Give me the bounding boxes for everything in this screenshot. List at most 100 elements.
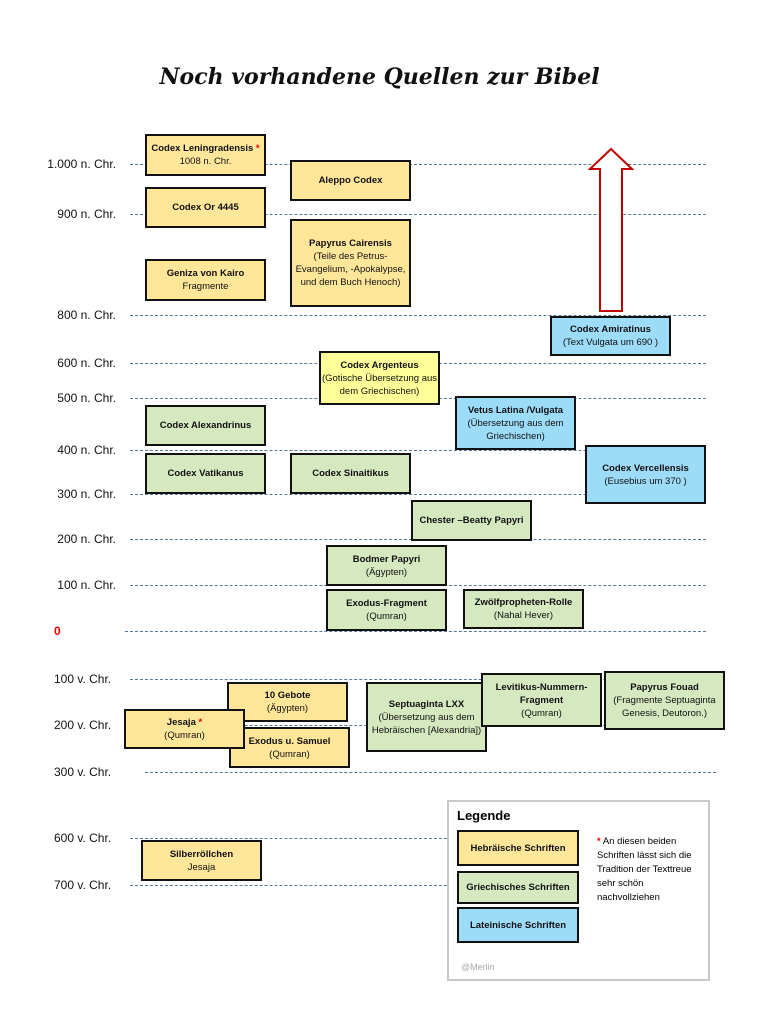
source-box: Codex Vatikanus (145, 453, 266, 494)
arrow-up-icon (588, 147, 634, 312)
source-box: Zwölfpropheten-Rolle (Nahal Hever) (463, 589, 584, 629)
source-name: Papyrus Fouad (630, 682, 699, 693)
axis-label: 900 n. Chr. (57, 207, 116, 221)
page-title: Noch vorhandene Quellen zur Bibel (159, 64, 600, 90)
source-name: Silberröllchen (169, 848, 234, 860)
axis-label: 600 n. Chr. (57, 356, 116, 370)
gridline (130, 164, 706, 165)
source-box: Septuaginta LXX(Übersetzung aus dem Hebr… (366, 682, 487, 752)
legend: Legende Hebräische Schriften Griechische… (447, 800, 710, 981)
source-name: Exodus-Fragment (346, 598, 427, 609)
legend-hebrew: Hebräische Schriften (457, 830, 579, 866)
axis-label: 100 n. Chr. (57, 578, 116, 592)
axis-label: 1.000 n. Chr. (47, 157, 116, 171)
axis-label: 100 v. Chr. (54, 672, 112, 686)
source-name: 10 Gebote (264, 690, 311, 701)
gridline (130, 885, 706, 886)
source-detail: (Eusebius um 370 ) (604, 475, 687, 487)
source-detail: (Teile des Petrus-Evangelium, -Apokalyps… (295, 251, 406, 288)
source-name: Codex Sinaitikus (312, 468, 389, 479)
legend-greek: Griechisches Schriften (457, 871, 579, 904)
source-detail: (Gotische Übersetzung aus dem Griechisch… (321, 372, 438, 397)
star-marker: * (255, 143, 260, 154)
axis-label: 200 v. Chr. (54, 718, 112, 732)
source-name: Zwölfpropheten-Rolle (474, 597, 573, 608)
axis-label: 600 v. Chr. (54, 831, 112, 845)
source-box: Vetus Latina /Vulgata(Übersetzung aus de… (455, 396, 576, 450)
source-box: Codex Leningradensis *1008 n. Chr. (145, 134, 266, 176)
axis-label: 300 v. Chr. (54, 765, 112, 779)
source-box: Codex Or 4445 (145, 187, 266, 228)
source-box: Papyrus Cairensis (Teile des Petrus-Evang… (290, 219, 411, 307)
gridline (130, 315, 706, 316)
source-box: Levitikus-Nummern-Fragment(Qumran) (481, 673, 602, 727)
source-box: Codex Alexandrinus (145, 405, 266, 446)
gridline (130, 494, 706, 495)
source-name: Geniza von Kairo (166, 268, 245, 279)
source-box: Jesaja *(Qumran) (124, 709, 245, 749)
source-name: Levitikus-Nummern-Fragment (495, 681, 588, 706)
axis-label: 500 n. Chr. (57, 391, 116, 405)
legend-note: * An diesen beiden Schriften lässt sich … (597, 835, 707, 905)
source-name: Codex Vercellensis (602, 462, 689, 474)
gridline (145, 772, 716, 773)
source-detail: Fragmente (182, 281, 229, 292)
source-box: Exodus u. Samuel(Qumran) (229, 727, 350, 768)
source-name: Codex Or 4445 (172, 202, 239, 213)
source-box: 10 Gebote (Ägypten) (227, 682, 348, 722)
gridline (130, 214, 706, 215)
gridline (130, 679, 706, 680)
source-box: Aleppo Codex (290, 160, 411, 201)
source-detail: (Übersetzung aus dem Hebräischen [Alexan… (371, 711, 482, 736)
legend-star: * (597, 836, 601, 847)
source-name: Papyrus Cairensis (309, 238, 392, 249)
source-name: Codex Leningradensis (151, 143, 254, 154)
source-box: Exodus-Fragment (Qumran) (326, 589, 447, 631)
axis-label: 200 n. Chr. (57, 532, 116, 546)
legend-greek-label: Griechisches Schriften (466, 882, 570, 893)
source-name: Chester –Beatty Papyri (419, 515, 524, 526)
source-name: Codex Vatikanus (167, 468, 244, 479)
gridline (130, 450, 706, 451)
axis-label: 300 n. Chr. (57, 487, 116, 501)
source-box: Chester –Beatty Papyri (411, 500, 532, 541)
source-name: Jesaja (166, 717, 196, 728)
source-detail: (Übersetzung aus dem Griechischen) (467, 417, 564, 442)
source-name: Aleppo Codex (318, 175, 383, 186)
source-name: Exodus u. Samuel (248, 735, 331, 747)
source-name: Bodmer Papyri (352, 553, 421, 565)
legend-latin: Lateinische Schriften (457, 907, 579, 943)
legend-note-text: An diesen beiden Schriften lässt sich di… (597, 836, 692, 903)
source-detail: (Qumran) (366, 611, 407, 622)
axis-label: 400 n. Chr. (57, 443, 116, 457)
source-detail: (Qumran) (521, 707, 562, 719)
source-box: Codex Amiratinus (Text Vulgata um 690 ) (550, 316, 671, 356)
source-box: Codex Sinaitikus (290, 453, 411, 494)
legend-hebrew-label: Hebräische Schriften (470, 842, 566, 854)
source-detail: (Nahal Hever) (493, 610, 554, 621)
axis-label: 0 (54, 624, 61, 638)
source-name: Codex Alexandrinus (159, 420, 252, 431)
source-detail: (Qumran) (269, 748, 310, 760)
legend-latin-label: Lateinische Schriften (469, 919, 567, 931)
source-box: Codex Argenteus(Gotische Übersetzung aus… (319, 351, 440, 405)
source-box: Codex Vercellensis(Eusebius um 370 ) (585, 445, 706, 504)
star-marker: * (198, 717, 203, 728)
credit: @Merlin (461, 962, 495, 972)
legend-title: Legende (457, 808, 511, 823)
axis-label: 800 n. Chr. (57, 308, 116, 322)
source-box: Papyrus Fouad (Fragmente Septuaginta Gene… (604, 671, 725, 730)
source-name: Septuaginta LXX (388, 698, 465, 710)
source-detail: (Fragmente Septuaginta Genesis, Deutoron… (613, 695, 716, 719)
source-detail: (Text Vulgata um 690 ) (562, 337, 659, 348)
source-name: Codex Amiratinus (570, 324, 651, 335)
source-detail: (Ägypten) (266, 703, 309, 714)
source-detail: Jesaja (187, 861, 216, 873)
gridline (125, 631, 706, 632)
source-name: Codex Argenteus (340, 359, 419, 371)
axis-label: 700 v. Chr. (54, 878, 112, 892)
source-box: Bodmer Papyri(Ägypten) (326, 545, 447, 586)
